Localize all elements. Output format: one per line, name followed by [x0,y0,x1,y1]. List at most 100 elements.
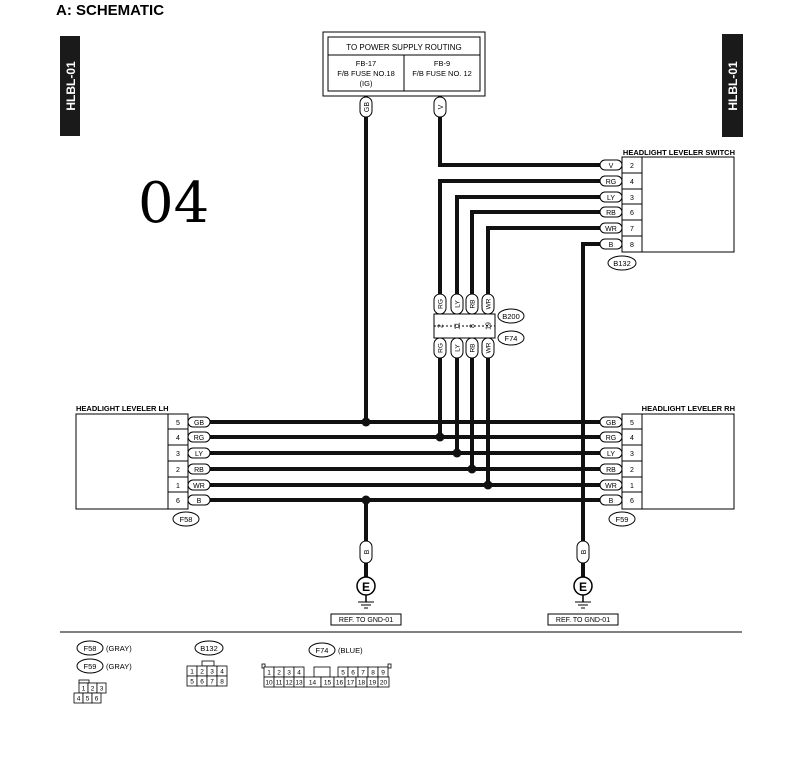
leveler-rh-pin-number: 6 [630,498,634,505]
legend-f58-pin: 6 [95,696,99,703]
legend-b132-id: B132 [200,644,218,653]
leveler-lh-pin-number: 1 [176,483,180,490]
legend-f74-pin: 15 [324,680,332,687]
switch-wire-label: WR [605,226,617,233]
svg-text:HLBL-01: HLBL-01 [726,61,740,111]
joint-wire-tag-bottom [433,337,447,359]
legend-f58-pin: 5 [86,696,90,703]
svg-text:HLBL-01: HLBL-01 [64,61,78,111]
page-tag-right: HLBL-01 [722,34,743,137]
switch-pin-number: 2 [630,163,634,170]
wires [208,96,600,595]
leveler-lh-wire-tag [187,431,211,443]
legend-b132-pin: 6 [200,679,204,686]
switch-wire-label: V [609,163,614,170]
junction-wr [483,480,493,490]
ground-rh: B E REF. TO GND-01 [547,540,619,626]
fuse-left-line3: (IG) [360,79,373,88]
legend-f74-cell [377,676,390,688]
legend-f74-pin: 19 [369,680,377,687]
joint-wire-tag-top [481,293,495,315]
switch-pin-number: 8 [630,242,634,249]
leveler-rh-pin-number: 1 [630,483,634,490]
joint-wire-label-bottom: RB [470,343,477,352]
leveler-lh-wire-label: WR [193,483,205,490]
ground-lh-wire-label: B [364,549,371,554]
joint-wire-tag-top [465,293,479,315]
leveler-rh-wire-tag [599,416,623,428]
legend-f74-pin: 3 [287,670,291,677]
legend-f74-pin: 6 [351,670,355,677]
joint-connector-top-label: B200 [502,312,520,321]
joint-connector-top-badge [497,308,525,324]
leveler-rh-pin-number: 2 [630,467,634,474]
leveler-rh-wire-tag [599,431,623,443]
junction-dots [361,417,493,505]
leveler-lh-pin-number: 4 [176,435,180,442]
joint-pin-number: 2 [438,324,445,328]
feed-wire-labels: GB V [359,96,447,118]
switch-wire-tag [599,191,623,203]
switch-wire-label: LY [607,195,615,202]
legend-f74-pin: 12 [285,680,293,687]
legend-f58-cell [96,682,107,694]
switch-wire-tag [599,175,623,187]
legend-f58-id: F58 [84,644,97,653]
switch-pin-number: 3 [630,195,634,202]
legend-f58-badge [76,640,104,656]
legend-f74-pin: 13 [295,680,303,687]
switch-wire-label: B [609,242,614,249]
legend-b132-pin: 7 [210,679,214,686]
legend-f58-color: (GRAY) [106,644,132,653]
switch-wire-label: RG [606,179,617,186]
wire-v-feed [438,96,600,167]
junction-rb [467,464,477,474]
legend-f59-badge [76,658,104,674]
wire-b-switch [581,242,600,595]
switch-title: HEADLIGHT LEVELER SWITCH [623,148,735,157]
legend-b132-pin: 8 [220,679,224,686]
junction-rg [435,432,445,442]
ground-lh-ref: REF. TO GND-01 [339,617,393,624]
fuse-right-line2: F/B FUSE NO. 12 [412,69,472,78]
legend-f58-pin: 1 [82,686,86,693]
leveler-lh-wire-tag [187,463,211,475]
legend-f74-pin: 17 [347,680,355,687]
fuse-left-line2: F/B FUSE NO.18 [337,69,395,78]
leveler-lh-pin-number: 6 [176,498,180,505]
leveler-rh-pin-number: 3 [630,451,634,458]
joint-wire-label-top: LY [455,300,462,308]
legend-f74-pin: 4 [297,670,301,677]
leveler-rh-pin-number: 5 [630,420,634,427]
legend-f74-pin: 20 [380,680,388,687]
power-supply-box: TO POWER SUPPLY ROUTING FB-17 F/B FUSE N… [322,31,486,97]
switch-wire-tag [599,206,623,218]
switch-wire-tag [599,222,623,234]
leveler-lh-wire-tag [187,479,211,491]
leveler-rh-title: HEADLIGHT LEVELER RH [642,404,735,413]
leveler-rh-wire-tag [599,479,623,491]
legend-f74-pin: 9 [381,670,385,677]
leveler-lh-wire-tag [187,494,211,506]
leveler-rh-wire-tag [599,463,623,475]
leveler-rh-wire-label: B [609,498,614,505]
legend-f74-pin: 11 [276,680,283,687]
leveler-lh-pin-number: 3 [176,451,180,458]
ground-rh-symbol-label: E [579,580,587,594]
ground-rh-ref: REF. TO GND-01 [556,617,610,624]
joint-wire-tag-top [433,293,447,315]
legend-f74-pin: 8 [371,670,375,677]
joint-wire-label-bottom: WR [486,342,493,353]
legend-b132-pin: 3 [210,669,214,676]
wire-wr-switch [486,226,600,485]
leveler-rh-wire-tag [599,447,623,459]
leveler-rh-wire-label: RB [606,467,616,474]
